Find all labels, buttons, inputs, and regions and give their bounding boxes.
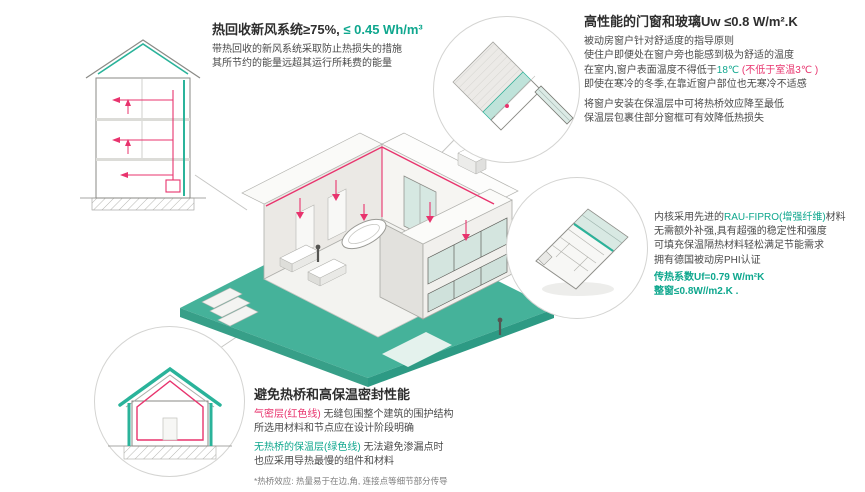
window-line3-pre: 在室内,窗户表面温度不得低于 (584, 64, 717, 76)
window-installation-detail-icon (452, 41, 574, 131)
window-line1: 被动房窗户针对舒适度的指导原则 (584, 36, 734, 48)
vent-title: 热回收新风系统≥75%, ≤ 0.45 Wh/m³ (212, 22, 482, 38)
profile-value1: 传热系数Uf=0.79 W/m²K (654, 271, 765, 283)
profile-line2: 无需额外补强,具有超强的稳定性和强度 (654, 226, 827, 238)
profile-section-text: 内核采用先进的RAU-FIPRO(增强纤维)材料 无需额外补强,具有超强的稳定性… (654, 211, 864, 299)
window-title-main: 高性能的门窗和玻璃 (584, 14, 702, 29)
ventilation-house-diagram (80, 39, 206, 211)
profile-line3: 可填充保温隔热材料轻松满足节能需求 (654, 240, 824, 252)
window-detail-callout (433, 16, 580, 163)
window-title-value: Uw ≤0.8 W/m².K (701, 14, 798, 29)
window-title: 高性能的门窗和玻璃Uw ≤0.8 W/m².K (584, 14, 862, 30)
thermal-line4: 也应采用导热最慢的组件和材料 (254, 455, 394, 467)
insulated-house-icon (108, 366, 232, 460)
vent-body-line2: 其所节约的能量远超其运行所耗费的能量 (212, 58, 392, 70)
profile-callout (506, 177, 648, 319)
window-line6: 保温层包裹住部分窗框可有效降低热损失 (584, 113, 764, 125)
vent-body-line1: 带热回收的新风系统采取防止热损失的措施 (212, 44, 402, 56)
thermal-section-text: 避免热桥和高保温密封性能 气密层(红色线) 无缝包围整个建筑的围护结构 所选用材… (254, 387, 584, 487)
thermal-footnote: *热桥效应: 热量易于在边,角, 连接点等细节部分传导 (254, 476, 448, 486)
thermal-line1-rest: 无缝包围整个建筑的围护结构 (320, 409, 454, 421)
window-line4: 即使在寒冷的冬季,在靠近窗户部位也无寒冷不适感 (584, 78, 807, 90)
window-line3: 在室内,窗户表面温度不得低于18℃ (不低于室温3℃ ) (584, 64, 862, 78)
thermal-line3-accent: 无热桥的保温层(绿色线) (254, 441, 361, 453)
profile-value2: 整窗≤0.8W//m2.K . (654, 285, 739, 297)
thermal-line1-accent: 气密层(红色线) (254, 409, 321, 421)
vent-section-text: 热回收新风系统≥75%, ≤ 0.45 Wh/m³ 带热回收的新风系统采取防止热… (212, 22, 482, 72)
window-line2: 使住户即便处在窗户旁也能感到极为舒适的温度 (584, 50, 794, 62)
window-line5: 将窗户安装在保温层中可将热桥效应降至最低 (584, 99, 784, 110)
thermal-callout (94, 326, 245, 477)
profile-line4: 拥有德国被动房PHI认证 (654, 254, 761, 266)
window-line3-temp: 18℃ (716, 64, 742, 76)
thermal-title: 避免热桥和高保温密封性能 (254, 387, 411, 402)
profile-line1-post: 材料 (825, 212, 846, 223)
vent-title-main: 热回收新风系统≥75%, (212, 22, 344, 37)
profile-line1-accent: RAU-FIPRO(增强纤维) (724, 212, 826, 223)
vent-title-accent: ≤ 0.45 Wh/m³ (343, 22, 423, 37)
thermal-line2: 所选用材料和节点应在设计阶段明确 (254, 423, 414, 435)
window-section-text: 高性能的门窗和玻璃Uw ≤0.8 W/m².K 被动房窗户针对舒适度的指导原则 … (584, 14, 862, 126)
central-house-illustration (180, 132, 554, 387)
profile-line1-pre: 内核采用先进的 (654, 212, 724, 223)
window-line3-note: (不低于室温3℃ ) (741, 64, 819, 76)
thermal-line3-rest: 无法避免渗漏点时 (360, 441, 444, 453)
window-profile-icon (535, 208, 629, 296)
thermal-line3: 无热桥的保温层(绿色线) 无法避免渗漏点时 (254, 441, 584, 455)
profile-line1: 内核采用先进的RAU-FIPRO(增强纤维)材料 (654, 211, 864, 225)
thermal-line1: 气密层(红色线) 无缝包围整个建筑的围护结构 (254, 408, 584, 422)
